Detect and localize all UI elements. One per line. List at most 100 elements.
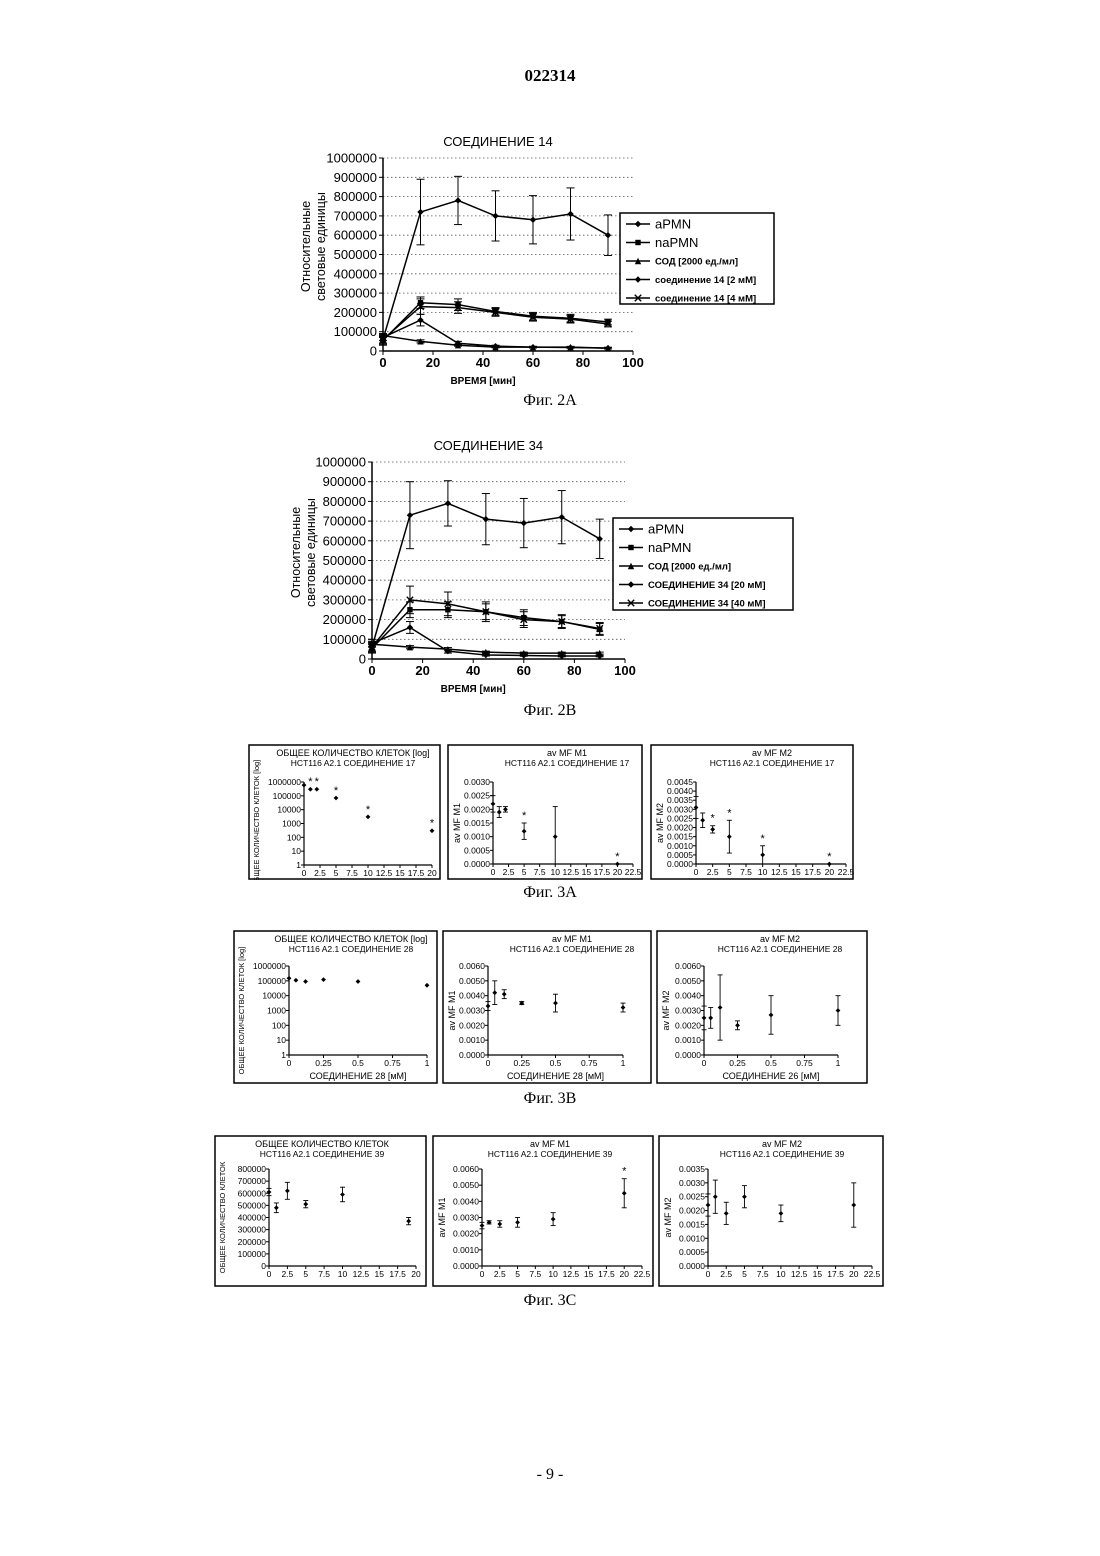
data-point — [407, 512, 413, 518]
y-tick-label: 1000000 — [268, 777, 301, 787]
y-tick-label: 0.0020 — [679, 1206, 705, 1216]
data-point — [742, 1194, 747, 1199]
y-tick-label: 0.0030 — [679, 1178, 705, 1188]
y-axis-label: Относительные — [289, 507, 303, 598]
data-point — [559, 514, 565, 520]
y-tick-label: 0.0005 — [667, 850, 693, 860]
y-tick-label: 0.0000 — [459, 1050, 485, 1060]
y-tick-label: 0.0025 — [464, 791, 490, 801]
significance-star: * — [827, 851, 832, 863]
panel-title: ОБЩЕЕ КОЛИЧЕСТВО КЛЕТОК [log] — [274, 934, 427, 944]
y-tick-label: 0.0015 — [464, 818, 490, 828]
data-point — [274, 1205, 279, 1210]
data-point — [303, 979, 308, 984]
x-tick-label: 20 — [415, 663, 429, 678]
data-point — [760, 852, 765, 857]
y-tick-label: 1000 — [267, 1006, 286, 1016]
x-tick-label: 20 — [411, 1269, 421, 1279]
x-tick-label: 0.75 — [581, 1058, 598, 1068]
y-axis-label: световые единицы — [314, 192, 328, 301]
y-tick-label: 0.0000 — [667, 859, 693, 869]
document-number: 022314 — [0, 66, 1100, 86]
panel-subtitle: HCT116 A2.1 СОЕДИНЕНИЕ 39 — [720, 1149, 845, 1159]
x-tick-label: 40 — [476, 355, 490, 370]
panel-title: av MF M2 — [760, 934, 800, 944]
y-tick-label: 200000 — [323, 612, 366, 627]
y-tick-label: 0.0010 — [464, 832, 490, 842]
x-tick-label: 2.5 — [707, 867, 719, 877]
x-tick-label: 80 — [576, 355, 590, 370]
page-number: - 9 - — [0, 1466, 1100, 1484]
y-tick-label: 0.0020 — [453, 1229, 479, 1239]
data-point — [718, 1005, 723, 1010]
x-tick-label: 15 — [395, 868, 405, 878]
data-point — [708, 1016, 713, 1021]
x-tick-label: 20 — [619, 1269, 629, 1279]
x-tick-label: 2.5 — [494, 1269, 506, 1279]
legend-label: naPMN — [648, 540, 691, 555]
significance-star: * — [366, 804, 371, 816]
x-tick-label: 0.25 — [315, 1058, 332, 1068]
y-tick-label: 1000000 — [253, 961, 286, 971]
x-tick-label: 20 — [849, 1269, 859, 1279]
x-axis-label: ВРЕМЯ [мин] — [450, 376, 515, 387]
data-point — [700, 818, 705, 823]
significance-star: * — [622, 1166, 627, 1178]
chart-fig2a: СОЕДИНЕНИЕ 14010000020000030000040000050… — [270, 130, 790, 390]
x-tick-label: 0 — [267, 1269, 272, 1279]
y-tick-label: 600000 — [323, 533, 366, 548]
panel-title: av MF M1 — [552, 934, 592, 944]
y-tick-label: 0.0040 — [453, 1196, 479, 1206]
y-tick-label: 0.0045 — [667, 777, 693, 787]
data-point — [530, 217, 536, 223]
panel-title: av MF M2 — [762, 1139, 802, 1149]
data-point — [356, 979, 361, 984]
x-tick-label: 7.5 — [529, 1269, 541, 1279]
panel-title: ОБЩЕЕ КОЛИЧЕСТВО КЛЕТОК [log] — [276, 748, 429, 758]
x-tick-label: 12.5 — [353, 1269, 370, 1279]
y-tick-label: 0.0010 — [675, 1035, 701, 1045]
panel-subtitle: HCT116 A2.1 СОЕДИНЕНИЕ 39 — [260, 1149, 385, 1159]
data-point — [285, 1188, 290, 1193]
y-tick-label: 100000 — [323, 632, 366, 647]
x-tick-label: 0 — [706, 1269, 711, 1279]
data-point — [321, 977, 326, 982]
x-tick-label: 15 — [813, 1269, 823, 1279]
y-axis-label: av MF M1 — [452, 803, 462, 843]
legend-marker — [635, 240, 640, 245]
data-point — [706, 1203, 711, 1208]
panel-subtitle: HCT116 A2.1 СОЕДИНЕНИЕ 28 — [510, 944, 635, 954]
panel-subtitle: HCT116 A2.1 СОЕДИНЕНИЕ 28 — [289, 944, 414, 954]
y-tick-label: 0.0020 — [675, 1020, 701, 1030]
x-axis-label: СОЕДИНЕНИЕ 28 [мМ] — [507, 1071, 604, 1081]
x-tick-label: 10 — [758, 867, 768, 877]
x-tick-label: 7.5 — [757, 1269, 769, 1279]
x-tick-label: 2.5 — [503, 867, 515, 877]
x-tick-label: 0.75 — [796, 1058, 813, 1068]
y-tick-label: 0.0010 — [459, 1035, 485, 1045]
y-tick-label: 600000 — [334, 228, 377, 243]
y-tick-label: 0.0035 — [667, 795, 693, 805]
x-tick-label: 17.5 — [804, 867, 821, 877]
data-point — [553, 1001, 558, 1006]
x-tick-label: 12.5 — [376, 868, 393, 878]
panel-title: av MF M1 — [547, 748, 587, 758]
data-point — [778, 1211, 783, 1216]
significance-star: * — [315, 776, 320, 788]
x-tick-label: 15 — [582, 867, 592, 877]
y-tick-label: 0.0040 — [667, 786, 693, 796]
legend-marker — [628, 545, 633, 550]
panel-subtitle: HCT116 A2.1 СОЕДИНЕНИЕ 17 — [710, 758, 835, 768]
x-tick-label: 5 — [303, 1269, 308, 1279]
chart-fig3b-3: av MF M2HCT116 A2.1 СОЕДИНЕНИЕ 280.00000… — [656, 930, 868, 1084]
y-tick-label: 0.0025 — [679, 1192, 705, 1202]
x-tick-label: 2.5 — [281, 1269, 293, 1279]
x-tick-label: 7.5 — [346, 868, 358, 878]
y-tick-label: 200000 — [334, 305, 377, 320]
x-tick-label: 7.5 — [318, 1269, 330, 1279]
y-tick-label: 0.0005 — [464, 845, 490, 855]
y-tick-label: 0.0040 — [459, 991, 485, 1001]
data-point — [727, 834, 732, 839]
x-tick-label: 100 — [622, 355, 644, 370]
data-point — [497, 1222, 502, 1227]
